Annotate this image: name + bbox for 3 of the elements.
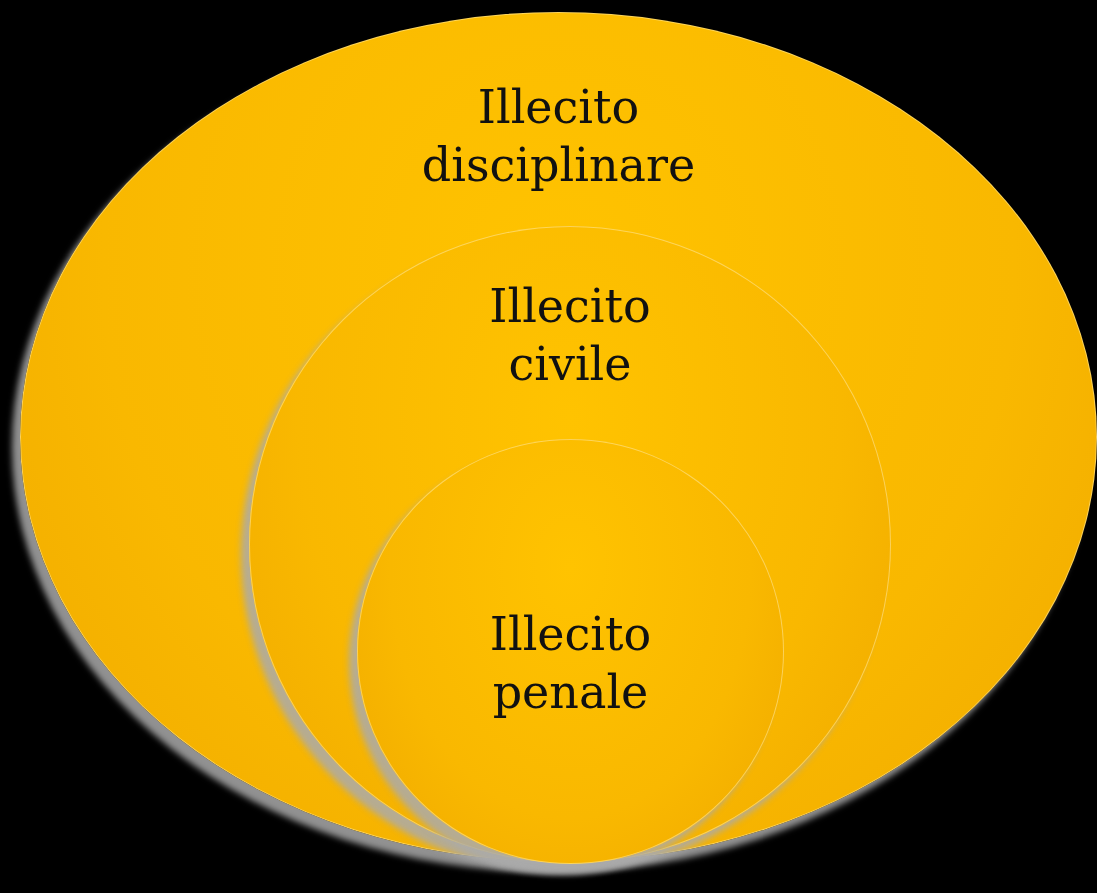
region-label: Illecito civile [488,278,652,393]
region-label: Illecito disciplinare [420,79,697,194]
region-label: Illecito penale [488,606,653,721]
